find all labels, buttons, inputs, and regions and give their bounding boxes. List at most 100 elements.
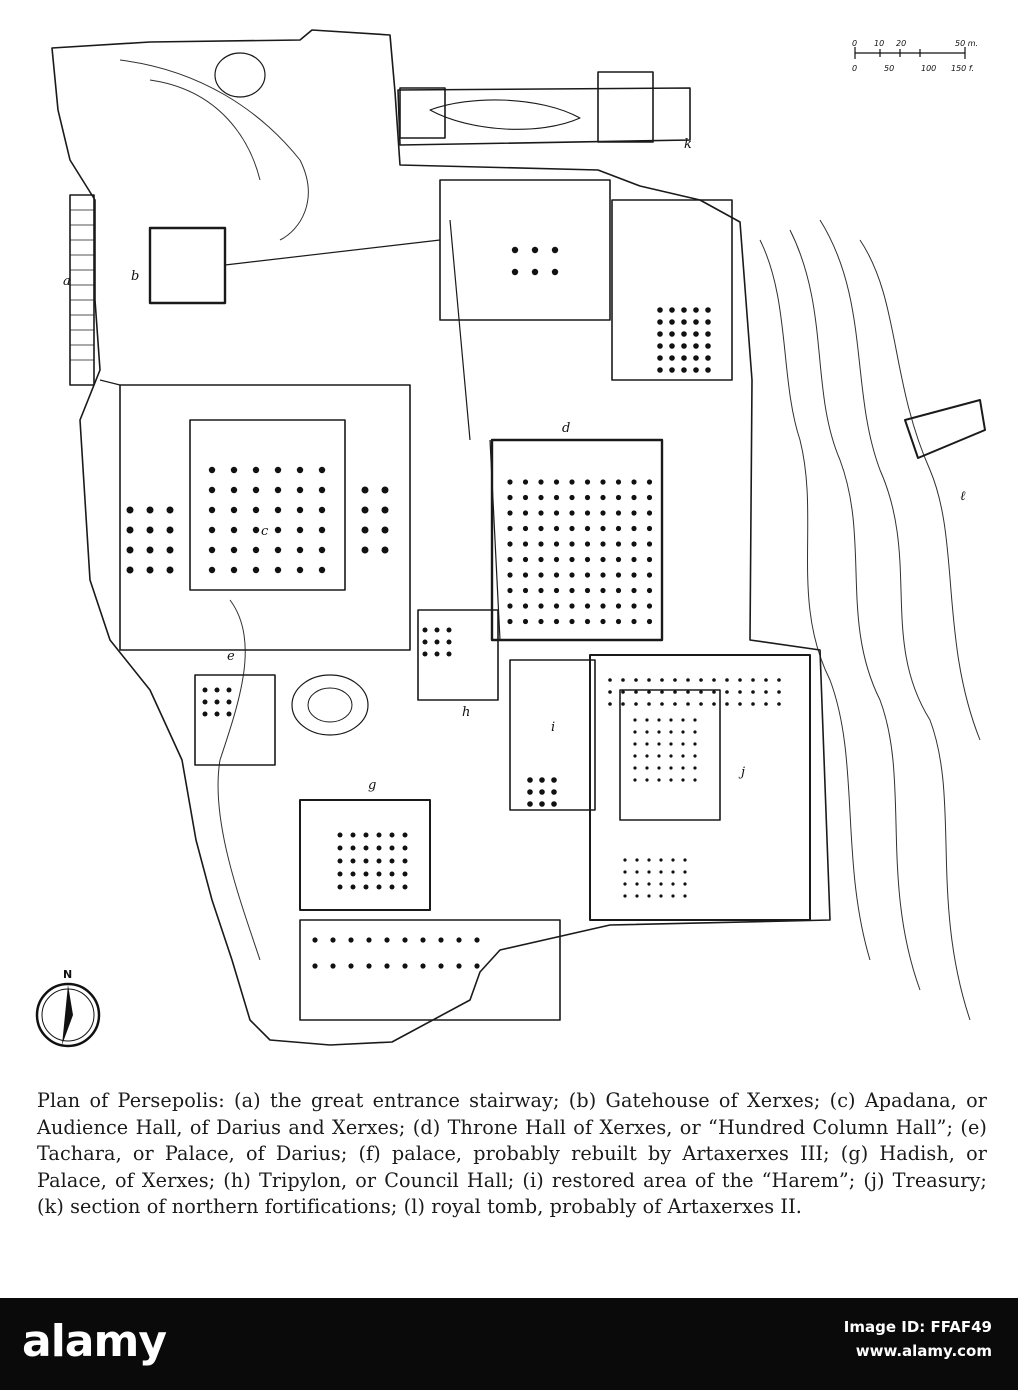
column-dot	[553, 479, 560, 485]
southern-storerooms	[299, 919, 561, 1021]
column-dot	[633, 754, 637, 758]
column-dot	[363, 858, 369, 864]
column-dot	[673, 678, 677, 682]
column-dot	[539, 801, 545, 807]
column-dot	[608, 702, 612, 706]
column-dot	[522, 618, 529, 625]
column-dot	[551, 789, 557, 795]
column-dot	[551, 268, 559, 276]
column-dot	[681, 319, 687, 325]
column-dot	[126, 546, 134, 554]
column-dot	[538, 618, 544, 625]
column-dot	[422, 639, 428, 645]
column-dot	[634, 702, 638, 706]
column-dot	[274, 546, 282, 554]
fortification-tower-left	[399, 87, 446, 139]
column-dot	[631, 603, 637, 609]
column-dot	[600, 494, 606, 501]
column-dot	[681, 754, 685, 758]
harem-area	[509, 659, 596, 811]
column-dot	[693, 367, 699, 373]
column-dot	[693, 730, 697, 734]
column-dot	[712, 702, 716, 706]
column-dot	[363, 884, 369, 890]
persepolis-plan-map: a b c d e g h i j k ℓ 0 10 20 50 m. 0 50…	[35, 29, 986, 1048]
column-dot	[296, 526, 304, 534]
column-dot	[681, 343, 687, 349]
column-dot	[376, 845, 382, 851]
column-dot	[660, 702, 664, 706]
column-dot	[693, 307, 699, 313]
column-dot	[446, 639, 452, 645]
corridor-4	[224, 239, 441, 266]
column-dot	[671, 870, 675, 874]
scale-bar	[854, 47, 966, 59]
column-dot	[376, 871, 382, 877]
column-dot	[330, 963, 336, 969]
column-dot	[669, 367, 675, 373]
column-dot	[699, 690, 703, 694]
column-dot	[600, 525, 606, 532]
column-dot	[402, 884, 408, 890]
column-dot	[621, 702, 625, 706]
column-dot	[252, 526, 260, 534]
column-dot	[669, 778, 673, 782]
column-dot	[738, 690, 742, 694]
tachara	[194, 674, 276, 766]
column-dot	[230, 526, 238, 534]
column-dot	[274, 506, 282, 514]
column-dot	[705, 307, 711, 313]
treasury-inner-hall	[619, 689, 721, 821]
column-dot	[376, 858, 382, 864]
column-dot	[646, 618, 653, 625]
scale-f-50: 50	[884, 64, 894, 73]
column-dot	[522, 525, 529, 532]
column-dot	[645, 730, 649, 734]
column-dot	[657, 730, 661, 734]
column-dot	[623, 858, 627, 862]
column-dot	[361, 506, 369, 514]
column-dot	[350, 832, 356, 838]
column-dot	[531, 246, 539, 254]
column-dot	[683, 858, 687, 862]
column-dot	[202, 699, 208, 705]
column-dot	[646, 587, 653, 594]
column-dot	[584, 587, 591, 594]
column-dot	[584, 556, 591, 563]
column-dot	[402, 871, 408, 877]
column-dot	[208, 506, 216, 514]
column-dot	[764, 678, 768, 682]
column-dot	[230, 506, 238, 514]
column-dot	[296, 466, 304, 474]
column-dot	[366, 937, 372, 943]
scale-m-10: 10	[874, 39, 884, 48]
column-dot	[647, 690, 651, 694]
column-dot	[507, 541, 513, 547]
column-dot	[635, 894, 639, 898]
column-dot	[673, 702, 677, 706]
column-dot	[725, 690, 729, 694]
column-dot	[511, 268, 519, 276]
column-dot	[522, 556, 529, 563]
column-dot	[538, 494, 544, 501]
column-dot	[669, 718, 673, 722]
great-stairway	[69, 194, 95, 386]
column-dot	[600, 556, 606, 563]
column-dot	[230, 546, 238, 554]
column-dot	[569, 587, 575, 594]
column-dot	[381, 506, 389, 514]
column-dot	[348, 937, 354, 943]
column-dot	[686, 702, 690, 706]
column-dot	[705, 355, 711, 361]
column-dot	[608, 690, 612, 694]
column-dot	[584, 525, 591, 532]
column-dot	[600, 541, 606, 547]
column-dot	[366, 963, 372, 969]
column-dot	[584, 603, 591, 609]
column-dot	[214, 711, 220, 717]
hill-contour-3	[214, 52, 266, 98]
column-dot	[608, 678, 612, 682]
column-dot	[621, 690, 625, 694]
column-dot	[422, 627, 428, 633]
column-dot	[584, 618, 591, 625]
